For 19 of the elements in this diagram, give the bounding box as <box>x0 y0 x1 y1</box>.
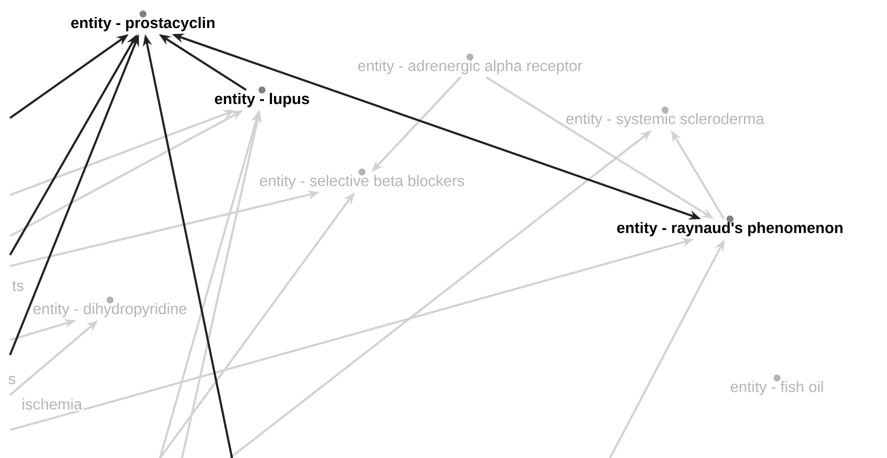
node-label: entity - fish oil <box>730 380 823 396</box>
entity-node: entity - prostacyclin <box>71 10 214 32</box>
node-label: entity - adrenergic alpha receptor <box>358 60 582 74</box>
entity-node: entity - lupus <box>214 86 310 108</box>
entity-node: entity - fish oil <box>730 374 823 396</box>
node-label: entity - raynaud's phenomenon <box>617 222 842 236</box>
entity-node: entity - systemic scleroderma <box>566 106 764 128</box>
node-label: entity - selective beta blockers <box>260 174 464 190</box>
entity-node: entity - dihydropyridine <box>34 296 186 318</box>
entity-node: entity - selective beta blockers <box>260 168 464 190</box>
node-label: entity - lupus <box>214 92 310 108</box>
label-fragment: ts <box>10 280 26 292</box>
node-label: entity - dihydropyridine <box>34 302 186 318</box>
label-fragment: ischemia <box>20 397 84 411</box>
entity-node: entity - adrenergic alpha receptor <box>358 54 582 74</box>
node-label: entity - prostacyclin <box>71 16 214 32</box>
entity-node: entity - raynaud's phenomenon <box>617 216 842 236</box>
node-label: entity - systemic scleroderma <box>566 112 764 128</box>
label-fragment: s <box>6 374 18 386</box>
